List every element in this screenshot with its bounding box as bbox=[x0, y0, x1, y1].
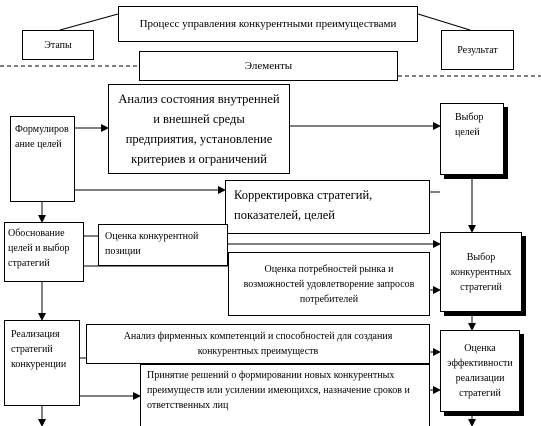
market-needs-box: Оценка потребностей рынка и возможностей… bbox=[228, 252, 430, 316]
title-box: Процесс управления конкурентными преимущ… bbox=[118, 6, 418, 42]
strategies-box: Выбор конкурентных стратегий bbox=[440, 232, 522, 312]
implementation-box: Реализация стратегий конкуренции bbox=[4, 320, 80, 406]
competence-analysis-box: Анализ фирменных компетенций и способнос… bbox=[86, 324, 430, 364]
connector-title-result bbox=[417, 13, 471, 31]
decision-box: Принятие решений о формировании новых ко… bbox=[140, 364, 430, 426]
justification-box: Обоснование целей и выбор стратегий bbox=[4, 222, 84, 282]
analysis-state-box: Анализ состояния внутренней и внешней ср… bbox=[108, 84, 290, 174]
efficiency-box: Оценка эффективности реализации стратеги… bbox=[440, 330, 520, 412]
connector-title-stages bbox=[59, 13, 119, 31]
result-box: Результат bbox=[441, 30, 514, 70]
formulation-box: Формулиров ание целей bbox=[10, 116, 75, 202]
elements-box: Элементы bbox=[139, 51, 398, 81]
goals-box: Выбор целей bbox=[440, 103, 504, 175]
position-assessment-box: Оценка конкурентной позиции bbox=[98, 224, 228, 266]
correction-box: Корректировка стратегий, показателей, це… bbox=[225, 180, 430, 234]
stages-box: Этапы bbox=[22, 30, 94, 60]
